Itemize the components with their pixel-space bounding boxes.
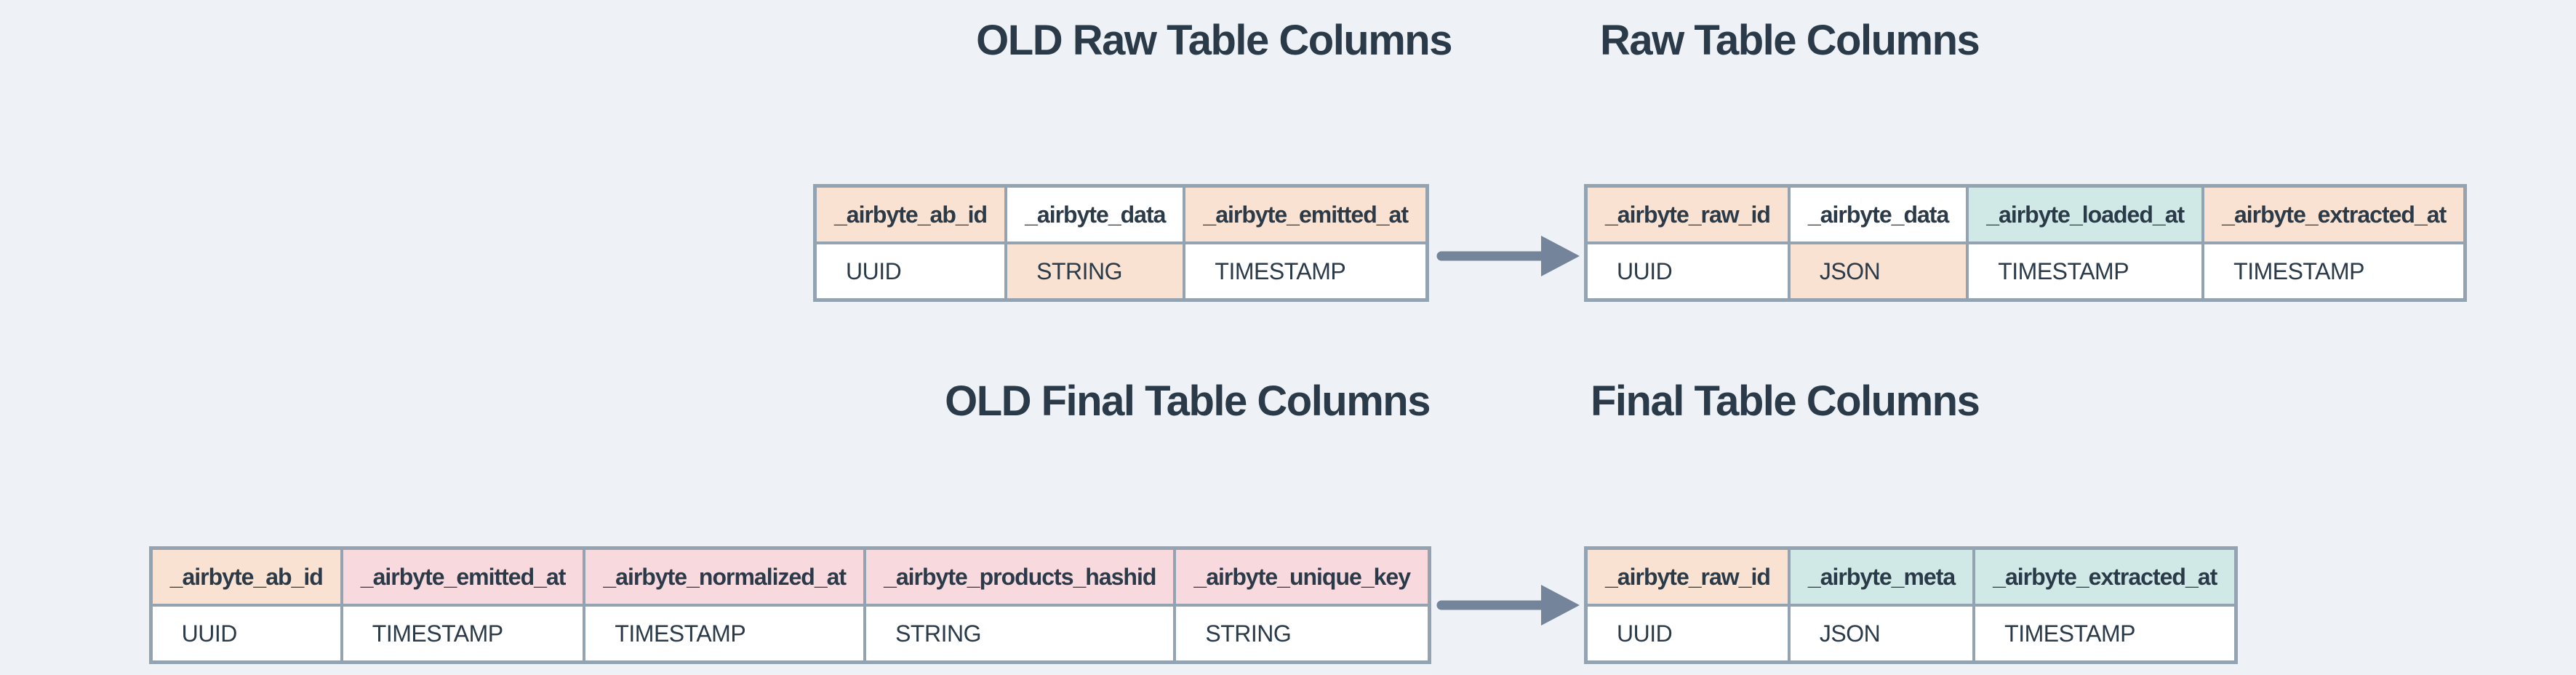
types-row: UUID JSON TIMESTAMP: [1584, 604, 2238, 664]
column-name-cell: _airbyte_raw_id: [1584, 546, 1791, 607]
column-type-cell: JSON: [1787, 604, 1976, 664]
old-final-table-columns-title: OLD Final Table Columns: [945, 378, 1431, 425]
column-type-cell: UUID: [149, 604, 343, 664]
final-table-columns-title: Final Table Columns: [1591, 378, 1980, 425]
column-type-cell: TIMESTAMP: [2201, 241, 2467, 302]
column-type-cell: STRING: [1004, 241, 1186, 302]
types-row: UUID JSON TIMESTAMP TIMESTAMP: [1584, 241, 2467, 302]
column-name-cell: _airbyte_extracted_at: [2201, 184, 2467, 244]
final-columns-table: _airbyte_raw_id _airbyte_meta _airbyte_e…: [1584, 546, 2239, 664]
column-type-cell: TIMESTAMP: [1972, 604, 2238, 664]
column-name-cell: _airbyte_ab_id: [813, 184, 1008, 244]
old-final-columns-table-grid: _airbyte_ab_id _airbyte_emitted_at _airb…: [148, 546, 1431, 664]
column-type-cell: STRING: [1173, 604, 1431, 664]
types-row: UUID TIMESTAMP TIMESTAMP STRING STRING: [149, 604, 1431, 664]
column-type-cell: UUID: [1584, 241, 1791, 302]
header-row: _airbyte_ab_id _airbyte_emitted_at _airb…: [149, 546, 1431, 607]
column-name-cell: _airbyte_normalized_at: [583, 546, 867, 607]
column-type-cell: TIMESTAMP: [1966, 241, 2205, 302]
column-type-cell: TIMESTAMP: [583, 604, 867, 664]
raw-columns-table: _airbyte_raw_id _airbyte_data _airbyte_l…: [1584, 184, 2468, 302]
column-name-cell: _airbyte_ab_id: [149, 546, 343, 607]
header-row: _airbyte_ab_id _airbyte_data _airbyte_em…: [813, 184, 1429, 244]
column-name-cell: _airbyte_raw_id: [1584, 184, 1791, 244]
column-type-cell: JSON: [1787, 241, 1969, 302]
old-final-columns-table: _airbyte_ab_id _airbyte_emitted_at _airb…: [148, 546, 1431, 664]
types-row: UUID STRING TIMESTAMP: [813, 241, 1429, 302]
column-name-cell: _airbyte_unique_key: [1173, 546, 1431, 607]
column-name-cell: _airbyte_products_hashid: [863, 546, 1177, 607]
old-raw-columns-table: _airbyte_ab_id _airbyte_data _airbyte_em…: [812, 184, 1429, 302]
final-columns-table-grid: _airbyte_raw_id _airbyte_meta _airbyte_e…: [1584, 546, 2239, 664]
column-type-cell: UUID: [813, 241, 1008, 302]
raw-table-columns-title: Raw Table Columns: [1600, 17, 1980, 64]
column-name-cell: _airbyte_loaded_at: [1966, 184, 2205, 244]
column-name-cell: _airbyte_data: [1004, 184, 1186, 244]
raw-columns-table-grid: _airbyte_raw_id _airbyte_data _airbyte_l…: [1584, 184, 2468, 302]
right-arrow-icon: [1436, 236, 1580, 276]
column-type-cell: STRING: [863, 604, 1177, 664]
old-raw-table-columns-title: OLD Raw Table Columns: [976, 17, 1452, 64]
old-raw-columns-table-grid: _airbyte_ab_id _airbyte_data _airbyte_em…: [812, 184, 1429, 302]
right-arrow-icon: [1436, 585, 1580, 626]
column-type-cell: TIMESTAMP: [340, 604, 586, 664]
column-type-cell: TIMESTAMP: [1183, 241, 1429, 302]
column-type-cell: UUID: [1584, 604, 1791, 664]
column-name-cell: _airbyte_emitted_at: [340, 546, 586, 607]
column-name-cell: _airbyte_extracted_at: [1972, 546, 2238, 607]
header-row: _airbyte_raw_id _airbyte_data _airbyte_l…: [1584, 184, 2467, 244]
header-row: _airbyte_raw_id _airbyte_meta _airbyte_e…: [1584, 546, 2238, 607]
column-name-cell: _airbyte_data: [1787, 184, 1969, 244]
column-name-cell: _airbyte_emitted_at: [1183, 184, 1429, 244]
column-name-cell: _airbyte_meta: [1787, 546, 1976, 607]
